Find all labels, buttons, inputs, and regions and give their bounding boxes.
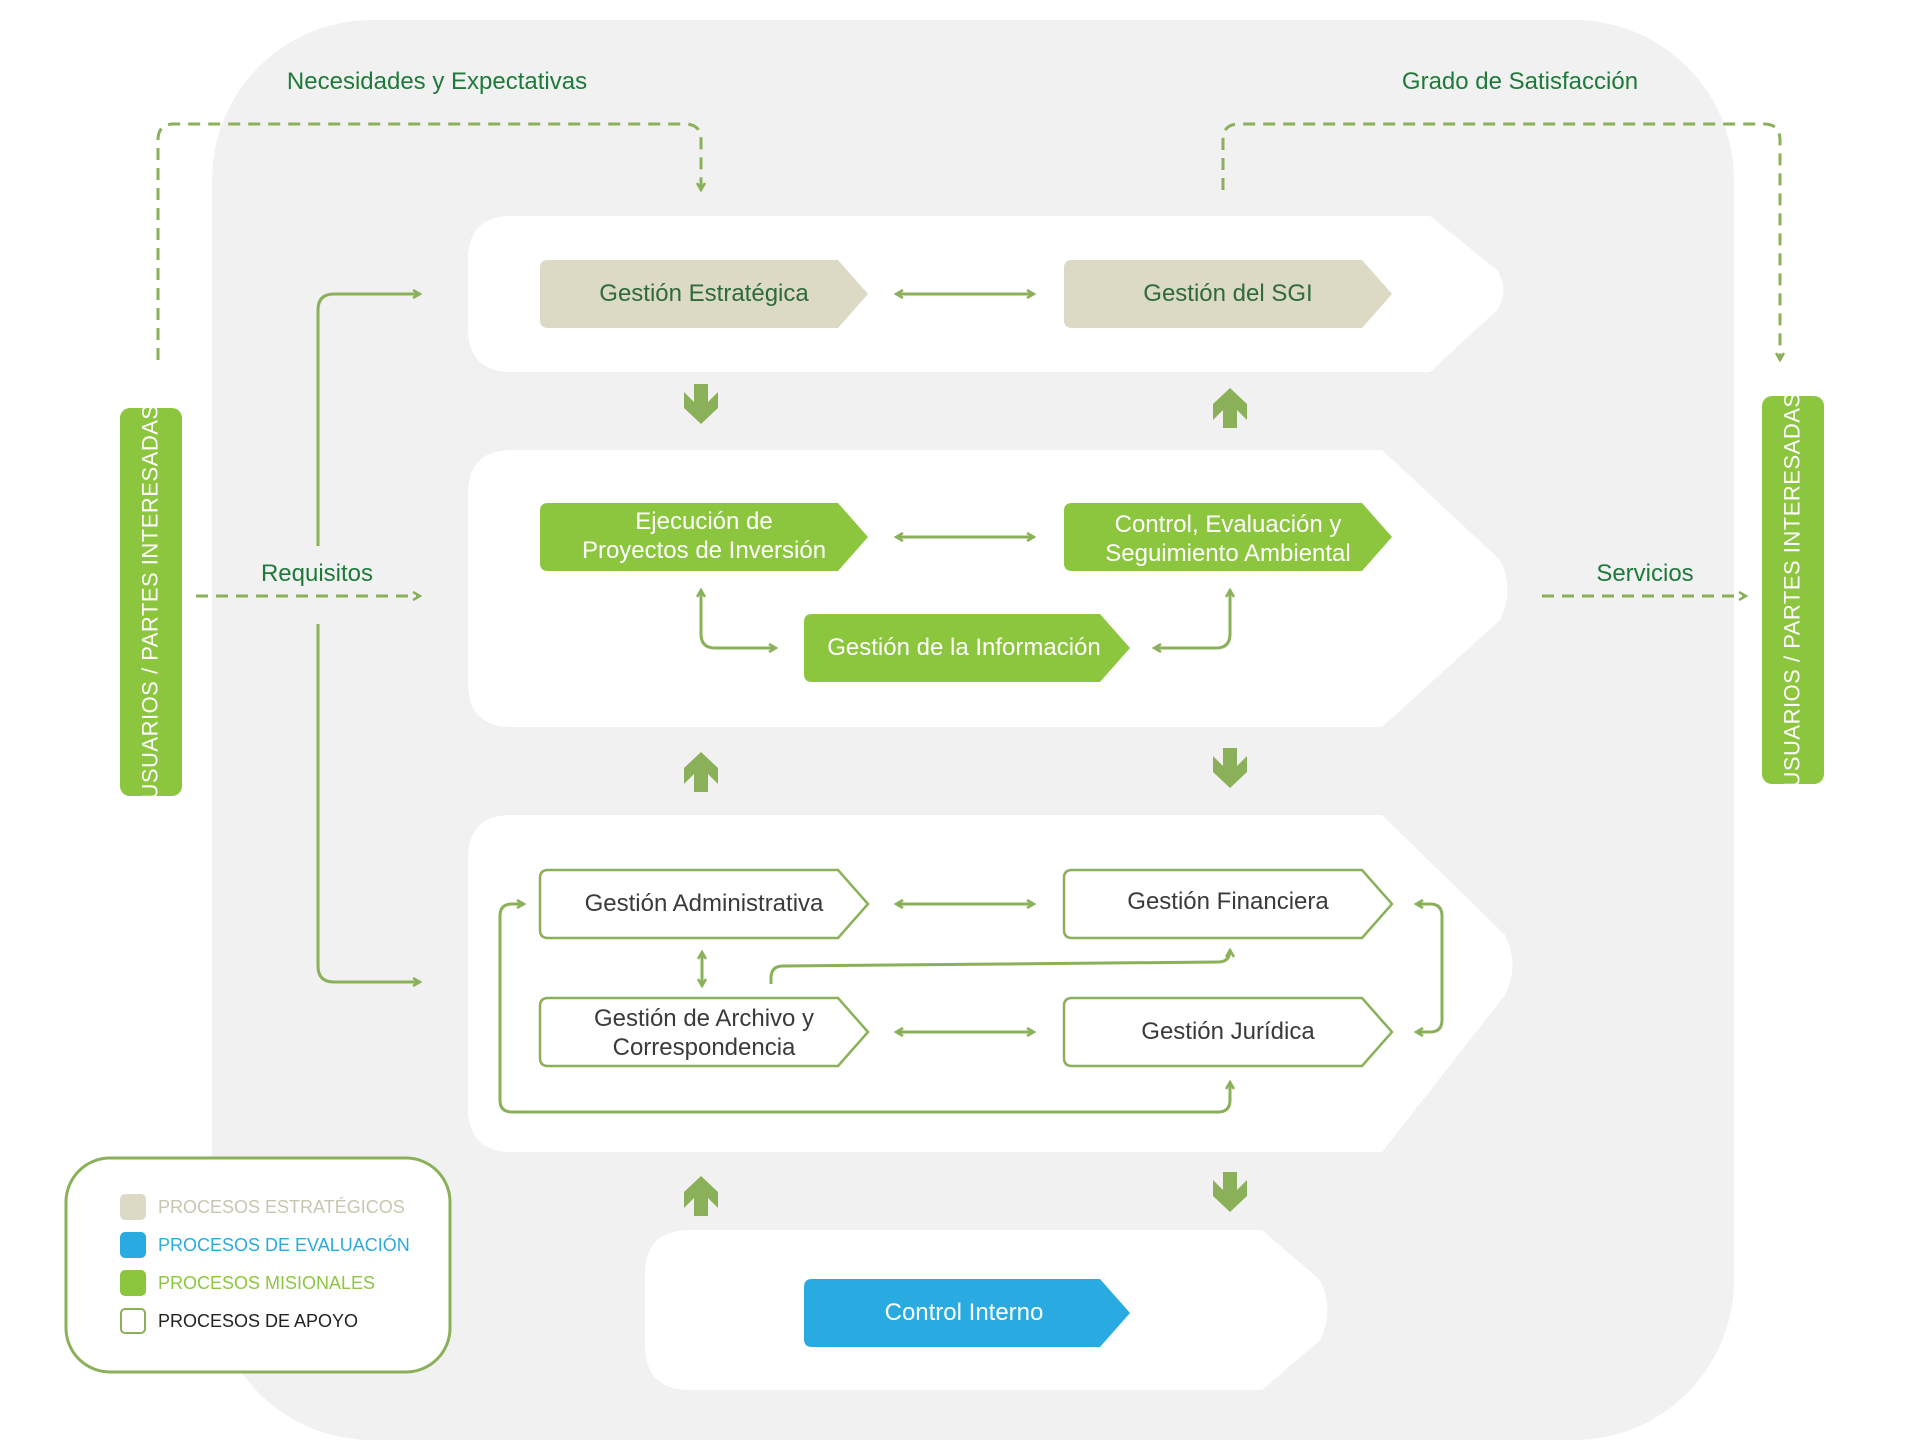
control-ambiental-box[interactable] xyxy=(1064,503,1392,571)
ejecucion-line2: Proyectos de Inversión xyxy=(581,537,827,564)
archivo-line1: Gestión de Archivo y xyxy=(593,1005,815,1033)
legend-estrategicos: PROCESOS ESTRATÉGICOS xyxy=(120,1192,405,1222)
block-arrow-down-strategic xyxy=(684,384,718,424)
legend-text-apoyo: PROCESOS DE APOYO xyxy=(158,1310,359,1331)
legend-swatch-evaluacion xyxy=(120,1232,146,1258)
control-interno-label[interactable]: Control Interno xyxy=(884,1298,1044,1326)
gestion-sgi-label[interactable]: Gestión del SGI xyxy=(1143,279,1313,307)
gestion-estrategica-label[interactable]: Gestión Estratégica xyxy=(599,279,809,307)
satisfaction-label: Grado de Satisfacción xyxy=(1401,67,1639,95)
legend-apoyo: PROCESOS DE APOYO xyxy=(120,1306,358,1336)
needs-expectations-label: Necesidades y Expectativas xyxy=(286,67,588,95)
gestion-financiera-label[interactable]: Gestión Financiera xyxy=(1127,887,1329,915)
ejecucion-proyectos-box[interactable] xyxy=(540,503,868,571)
gestion-juridica-label[interactable]: Gestión Jurídica xyxy=(1141,1017,1315,1045)
control-informacion-arrow xyxy=(1154,590,1230,648)
legend-swatch-misionales xyxy=(120,1270,146,1296)
gestion-administrativa-label[interactable]: Gestión Administrativa xyxy=(584,889,824,917)
satisfaction-dashed-loop xyxy=(1221,122,1780,360)
stakeholders-right-pill xyxy=(1762,396,1824,784)
ejecucion-proyectos-label[interactable]: Ejecución de Proyectos de Inversión xyxy=(540,503,868,571)
financiera-juridica-arrow xyxy=(1416,904,1444,1032)
archivo-line2: Correspondencia xyxy=(612,1034,796,1061)
block-arrows-group xyxy=(684,384,1247,1216)
services-label: Servicios xyxy=(1596,559,1694,587)
requirements-label: Requisitos xyxy=(236,554,398,594)
juridica-administrativa-loop xyxy=(498,904,1230,1114)
control-ambiental-label[interactable]: Control, Evaluación y Seguimiento Ambien… xyxy=(1064,506,1392,574)
gestion-informacion-box[interactable] xyxy=(804,614,1130,682)
block-arrow-up-missional xyxy=(684,752,718,792)
stakeholders-left-pill xyxy=(120,408,182,796)
control-interno-box[interactable] xyxy=(804,1279,1130,1347)
legend-text-estrategicos: PROCESOS ESTRATÉGICOS xyxy=(158,1196,405,1217)
legend-evaluacion: PROCESOS DE EVALUACIÓN xyxy=(120,1230,410,1260)
legend-swatch-estrategicos xyxy=(120,1194,146,1220)
stakeholders-right-text: USUARIOS / PARTES INTERESADAS xyxy=(1780,392,1806,788)
support-band xyxy=(468,815,1513,1152)
legend-misionales: PROCESOS MISIONALES xyxy=(120,1268,375,1298)
block-arrow-down-missional xyxy=(1213,748,1247,788)
legend-text-misionales: PROCESOS MISIONALES xyxy=(158,1272,376,1293)
stakeholders-left-label: USUARIOS / PARTES INTERESADAS xyxy=(120,404,182,799)
missional-band xyxy=(468,450,1508,727)
stakeholders-left-text: USUARIOS / PARTES INTERESADAS xyxy=(138,404,164,800)
stakeholders-right-label: USUARIOS / PARTES INTERESADAS xyxy=(1762,392,1824,787)
needs-dashed-loop xyxy=(156,122,701,360)
gestion-estrategica-box[interactable] xyxy=(540,260,868,328)
control-line2: Seguimiento Ambiental xyxy=(1105,540,1351,567)
gestion-sgi-box[interactable] xyxy=(1064,260,1392,328)
legend-text-evaluacion: PROCESOS DE EVALUACIÓN xyxy=(158,1234,410,1255)
requirements-bracket-bottom xyxy=(316,624,420,982)
legend-box xyxy=(64,1156,452,1374)
gestion-informacion-label[interactable]: Gestión de la Información xyxy=(827,633,1101,661)
block-arrow-up-support xyxy=(684,1176,718,1216)
gestion-archivo-label[interactable]: Gestión de Archivo y Correspondencia xyxy=(540,1000,868,1068)
legend-swatch-apoyo xyxy=(120,1308,146,1334)
ejecucion-informacion-arrow xyxy=(701,590,776,648)
ejecucion-line1: Ejecución de xyxy=(635,508,773,536)
block-arrow-down-support xyxy=(1213,1172,1247,1212)
control-line1: Control, Evaluación y xyxy=(1114,511,1342,539)
block-arrow-up-strategic xyxy=(1213,388,1247,428)
requirements-bracket-top xyxy=(316,294,420,546)
